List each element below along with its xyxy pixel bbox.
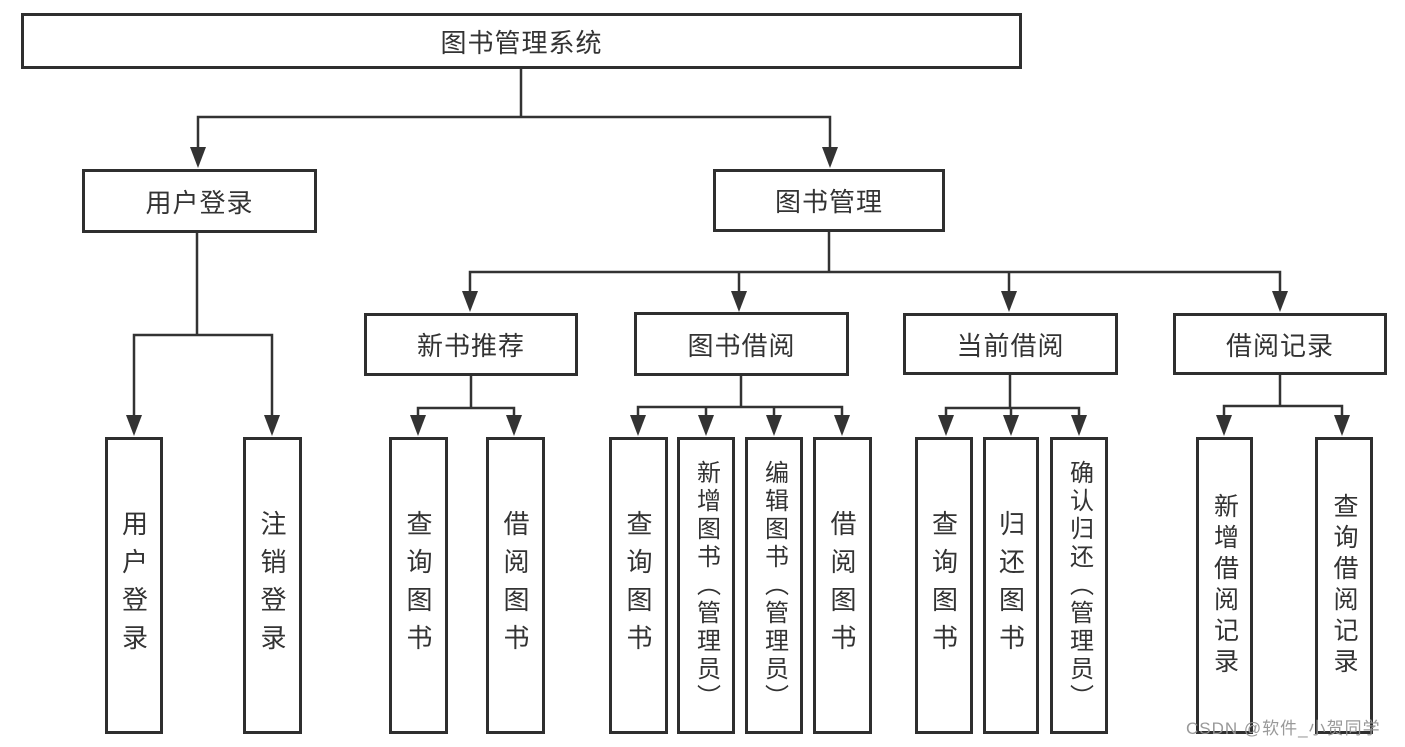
leaf-edit-books-admin: 编辑图书（管理员） (745, 437, 803, 734)
csdn-watermark: CSDN @软件_小贺同学 (1186, 719, 1381, 738)
arrow-down-icon (1216, 415, 1232, 436)
node-current-borrow-label: 当前借阅 (956, 330, 1065, 361)
arrow-down-icon (698, 415, 714, 436)
arrowheads-group (126, 147, 1350, 436)
arrow-down-icon (126, 415, 142, 436)
leaf-confirm-return-admin-label: 确认归还（管理员） (1065, 459, 1093, 712)
arrow-down-icon (822, 147, 838, 168)
leaf-add-borrow-record-label: 新增借阅记录 (1210, 492, 1239, 679)
arrow-down-icon (1334, 415, 1350, 436)
node-book-borrow: 图书借阅 (634, 312, 849, 376)
arrow-down-icon (410, 415, 426, 436)
connector-cborrow-children (944, 406, 1081, 418)
leaf-logout: 注销登录 (243, 437, 302, 734)
node-current-borrow: 当前借阅 (903, 313, 1118, 375)
node-borrow-records: 借阅记录 (1173, 313, 1387, 375)
leaf-newbook-borrow-books-label: 借阅图书 (500, 509, 530, 662)
leaf-borrow-query-books-label: 查询图书 (623, 509, 653, 662)
leaf-add-books-admin: 新增图书（管理员） (677, 437, 735, 734)
arrow-down-icon (1001, 291, 1017, 312)
arrow-down-icon (506, 415, 522, 436)
node-book-borrow-label: 图书借阅 (687, 330, 796, 361)
node-borrow-records-label: 借阅记录 (1225, 330, 1334, 361)
connector-line-group (132, 69, 1344, 418)
arrow-down-icon (190, 147, 206, 168)
leaf-query-borrow-record: 查询借阅记录 (1315, 437, 1373, 734)
leaf-newbook-borrow-books: 借阅图书 (486, 437, 545, 734)
arrow-down-icon (462, 291, 478, 312)
leaf-query-borrow-record-label: 查询借阅记录 (1330, 492, 1358, 679)
leaf-return-books-label: 归还图书 (995, 509, 1026, 662)
node-user-login-label: 用户登录 (145, 187, 254, 218)
arrow-down-icon (834, 415, 850, 436)
leaf-newbook-query-books-label: 查询图书 (403, 509, 433, 662)
arrow-down-icon (1272, 291, 1288, 312)
leaf-current-query-books: 查询图书 (915, 437, 973, 734)
leaf-user-login: 用户登录 (105, 437, 163, 734)
leaf-newbook-query-books: 查询图书 (389, 437, 448, 734)
connector-nbooks-children (416, 406, 516, 418)
arrow-down-icon (1003, 415, 1019, 436)
leaf-return-books: 归还图书 (983, 437, 1039, 734)
node-book-management-label: 图书管理 (774, 187, 883, 217)
connector-level2 (196, 115, 832, 150)
leaf-current-query-books-label: 查询图书 (928, 509, 959, 662)
leaf-logout-label: 注销登录 (257, 509, 287, 662)
leaf-add-borrow-record: 新增借阅记录 (1196, 437, 1253, 734)
node-new-book-recommend-label: 新书推荐 (416, 331, 525, 361)
node-book-management: 图书管理 (713, 169, 945, 232)
leaf-user-login-label: 用户登录 (118, 509, 149, 662)
leaf-confirm-return-admin: 确认归还（管理员） (1050, 437, 1108, 734)
leaf-borrow-query-books: 查询图书 (609, 437, 668, 734)
leaf-edit-books-admin-label: 编辑图书（管理员） (760, 459, 788, 712)
arrow-down-icon (1071, 415, 1087, 436)
node-library-system: 图书管理系统 (21, 13, 1022, 69)
connector-ulogin-children (132, 333, 274, 418)
node-user-login: 用户登录 (82, 169, 317, 233)
arrow-down-icon (731, 291, 747, 312)
connector-bborrow-children (636, 405, 844, 418)
leaf-borrow-books-label: 借阅图书 (827, 509, 857, 662)
node-library-system-label: 图书管理系统 (440, 27, 603, 58)
connector-brecord-children (1222, 404, 1344, 418)
leaf-borrow-books: 借阅图书 (813, 437, 872, 734)
arrow-down-icon (630, 415, 646, 436)
leaf-add-books-admin-label: 新增图书（管理员） (692, 459, 720, 712)
node-new-book-recommend: 新书推荐 (364, 313, 578, 376)
arrow-down-icon (766, 415, 782, 436)
connector-level3 (468, 270, 1282, 294)
arrow-down-icon (938, 415, 954, 436)
arrow-down-icon (264, 415, 280, 436)
